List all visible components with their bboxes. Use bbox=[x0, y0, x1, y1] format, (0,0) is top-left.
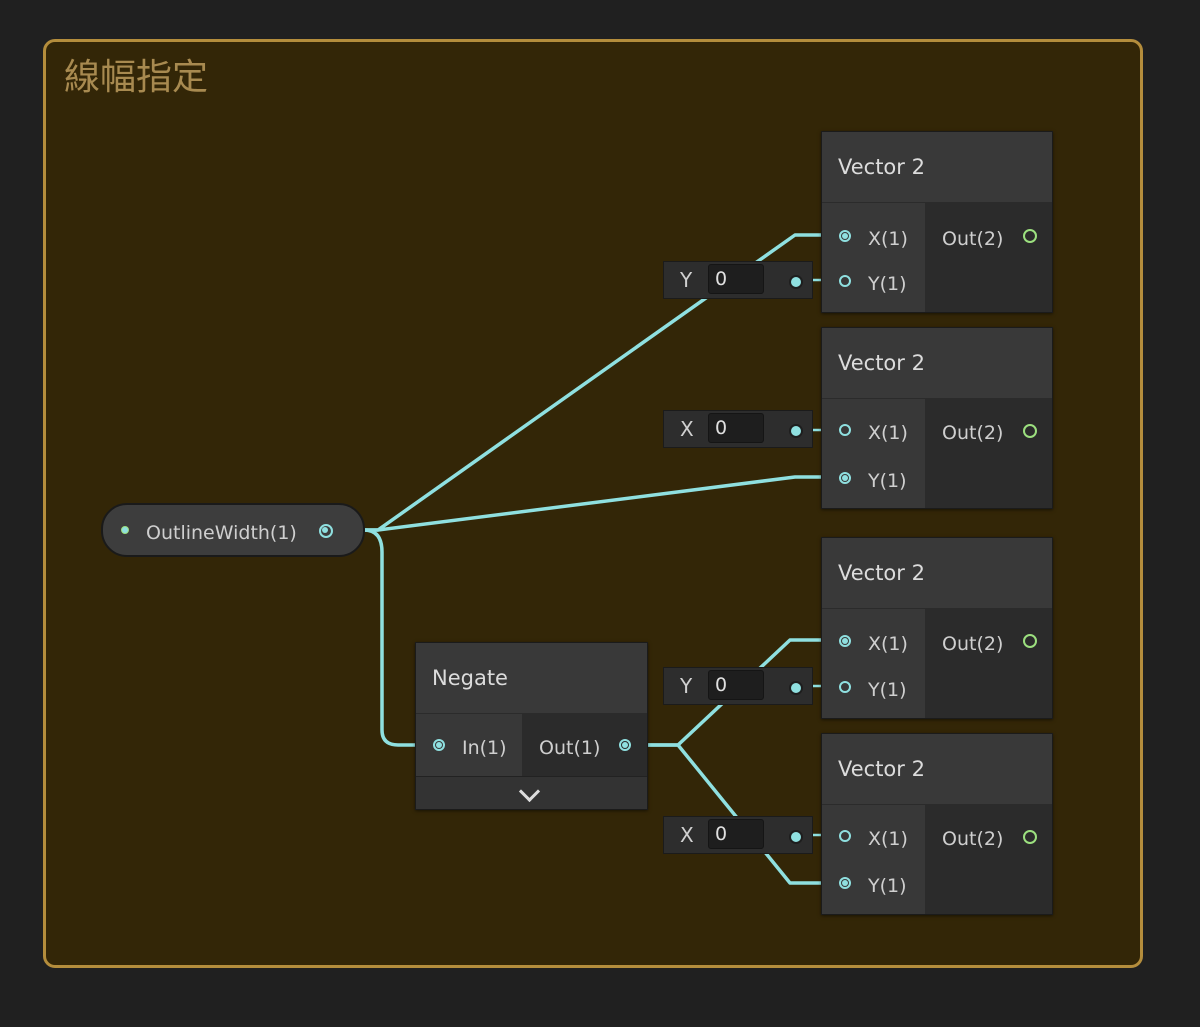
const-value-input[interactable]: 0 bbox=[708, 413, 764, 443]
negate-output-label: Out(1) bbox=[539, 737, 601, 759]
negate-node[interactable]: Negate In(1) Out(1) bbox=[415, 642, 648, 810]
negate-input-label: In(1) bbox=[462, 737, 507, 759]
negate-output-port[interactable] bbox=[619, 739, 631, 751]
vector2-input-panel bbox=[822, 203, 925, 312]
property-label: OutlineWidth(1) bbox=[146, 522, 297, 544]
vector2-out-label: Out(2) bbox=[942, 828, 1004, 850]
vector2-x-input-port[interactable] bbox=[839, 230, 851, 242]
const-x-field-4[interactable]: X 0 bbox=[663, 816, 813, 854]
vector2-out-label: Out(2) bbox=[942, 633, 1004, 655]
vector2-node-1[interactable]: Vector 2 X(1) Y(1) Out(2) bbox=[821, 131, 1053, 313]
vector2-node-4[interactable]: Vector 2 X(1) Y(1) Out(2) bbox=[821, 733, 1053, 915]
const-x-field-2[interactable]: X 0 bbox=[663, 410, 813, 448]
vector2-y-label: Y(1) bbox=[868, 875, 907, 897]
vector2-output-port[interactable] bbox=[1023, 424, 1037, 438]
group-title[interactable]: 線幅指定 bbox=[64, 57, 209, 98]
vector2-title[interactable]: Vector 2 bbox=[822, 328, 1052, 398]
vector2-x-label: X(1) bbox=[868, 228, 908, 250]
vector2-x-input-port[interactable] bbox=[839, 830, 851, 842]
vector2-y-label: Y(1) bbox=[868, 679, 907, 701]
const-value-input[interactable]: 0 bbox=[708, 819, 764, 849]
const-label: X bbox=[680, 823, 694, 847]
negate-expand-button[interactable] bbox=[416, 776, 647, 809]
vector2-input-panel bbox=[822, 399, 925, 508]
const-output-dot bbox=[789, 681, 803, 695]
const-value-input[interactable]: 0 bbox=[708, 264, 764, 294]
vector2-out-label: Out(2) bbox=[942, 228, 1004, 250]
vector2-output-port[interactable] bbox=[1023, 634, 1037, 648]
vector2-y-input-port[interactable] bbox=[839, 275, 851, 287]
const-output-dot bbox=[789, 275, 803, 289]
vector2-x-label: X(1) bbox=[868, 422, 908, 444]
vector2-title[interactable]: Vector 2 bbox=[822, 132, 1052, 202]
vector2-y-label: Y(1) bbox=[868, 470, 907, 492]
vector2-node-3[interactable]: Vector 2 X(1) Y(1) Out(2) bbox=[821, 537, 1053, 719]
negate-title[interactable]: Negate bbox=[416, 643, 647, 713]
vector2-node-2[interactable]: Vector 2 X(1) Y(1) Out(2) bbox=[821, 327, 1053, 509]
vector2-y-input-port[interactable] bbox=[839, 681, 851, 693]
const-label: Y bbox=[680, 268, 693, 292]
const-value-input[interactable]: 0 bbox=[708, 670, 764, 700]
vector2-output-port[interactable] bbox=[1023, 830, 1037, 844]
vector2-title[interactable]: Vector 2 bbox=[822, 734, 1052, 804]
chevron-down-icon bbox=[518, 780, 541, 803]
const-label: X bbox=[680, 417, 694, 441]
outline-width-property-node[interactable]: OutlineWidth(1) bbox=[101, 503, 365, 557]
vector2-y-input-port[interactable] bbox=[839, 472, 851, 484]
negate-input-port[interactable] bbox=[433, 739, 445, 751]
const-label: Y bbox=[680, 674, 693, 698]
vector2-title[interactable]: Vector 2 bbox=[822, 538, 1052, 608]
const-y-field-3[interactable]: Y 0 bbox=[663, 667, 813, 705]
vector2-y-input-port[interactable] bbox=[839, 877, 851, 889]
property-output-port[interactable] bbox=[319, 524, 333, 538]
vector2-x-input-port[interactable] bbox=[839, 424, 851, 436]
vector2-output-port[interactable] bbox=[1023, 229, 1037, 243]
vector2-input-panel bbox=[822, 609, 925, 718]
const-output-dot bbox=[789, 830, 803, 844]
vector2-x-label: X(1) bbox=[868, 828, 908, 850]
const-y-field-1[interactable]: Y 0 bbox=[663, 261, 813, 299]
vector2-y-label: Y(1) bbox=[868, 273, 907, 295]
vector2-out-label: Out(2) bbox=[942, 422, 1004, 444]
property-indicator-dot bbox=[121, 526, 129, 534]
vector2-x-input-port[interactable] bbox=[839, 635, 851, 647]
vector2-input-panel bbox=[822, 805, 925, 914]
vector2-x-label: X(1) bbox=[868, 633, 908, 655]
const-output-dot bbox=[789, 424, 803, 438]
